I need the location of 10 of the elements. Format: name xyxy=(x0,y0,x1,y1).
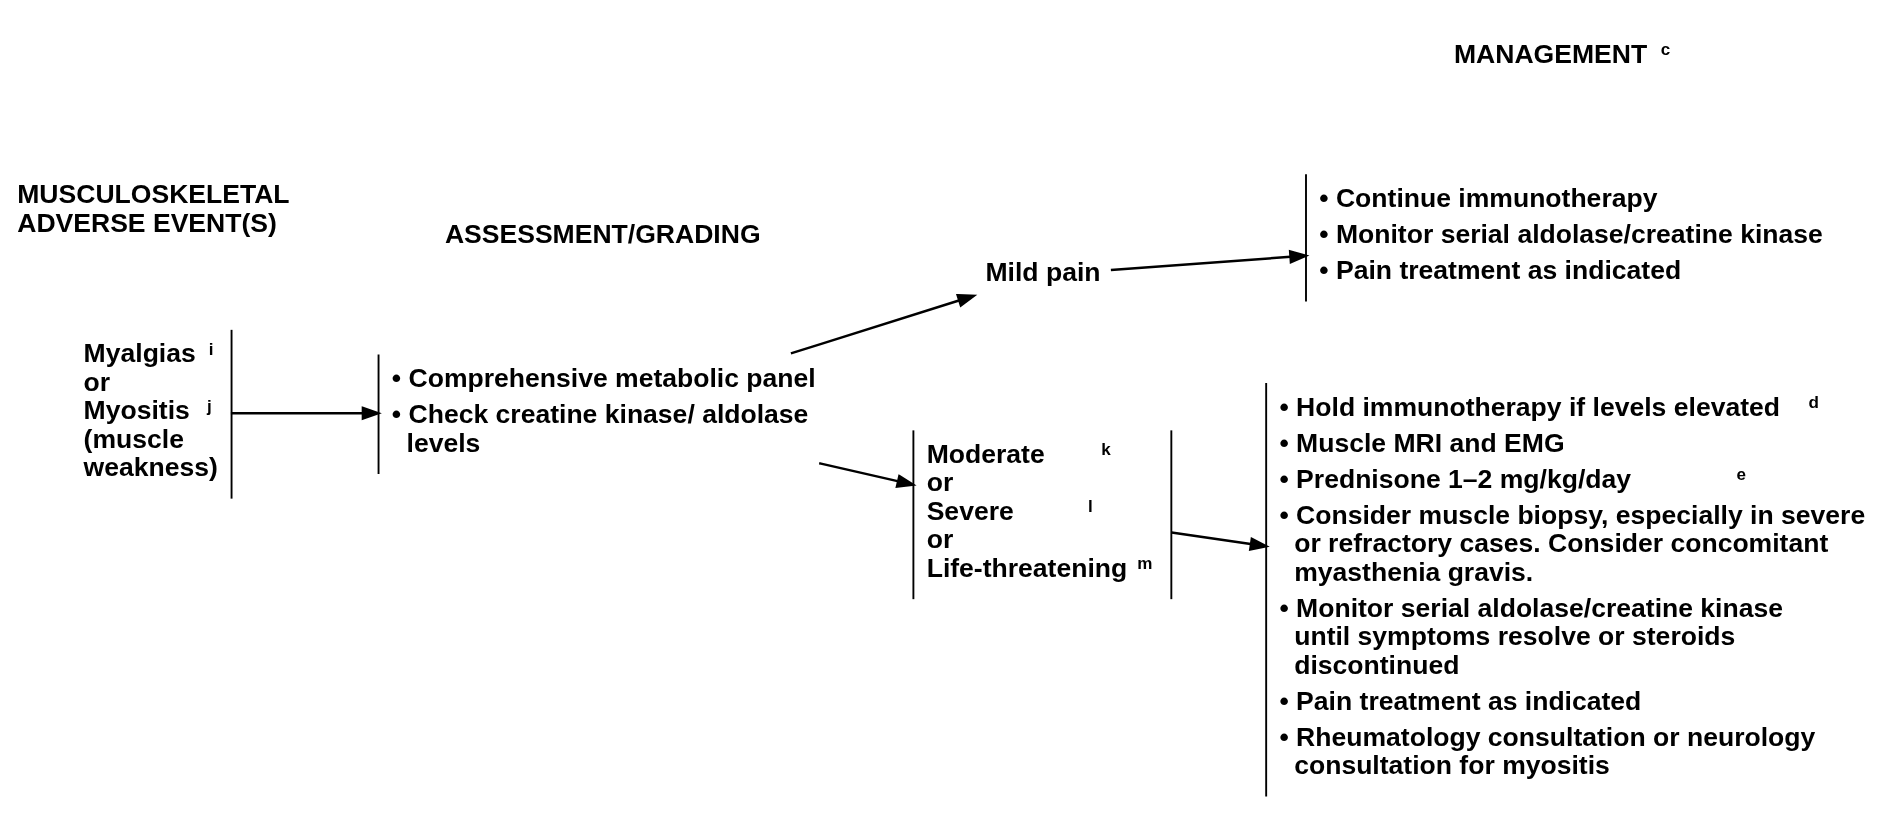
node-text: Mild pain xyxy=(985,256,1101,287)
label: ASSESSMENT/GRADING xyxy=(444,218,761,249)
arrow xyxy=(230,406,382,421)
node-text: • Continue immunotherapy • Monitor serial aldolase/creatine kinase • Pain treatment as indicated xyxy=(1319,182,1823,286)
arrow xyxy=(1110,249,1310,272)
node-text: • Comprehensive metabolic panel • Check creatine kinase/ aldolase levels xyxy=(391,363,816,458)
label: MUSCULOSKELETAL ADVERSE EVENT(S) xyxy=(17,179,290,238)
arrow xyxy=(818,462,917,488)
arrow xyxy=(790,294,978,355)
arrow xyxy=(1171,531,1270,551)
